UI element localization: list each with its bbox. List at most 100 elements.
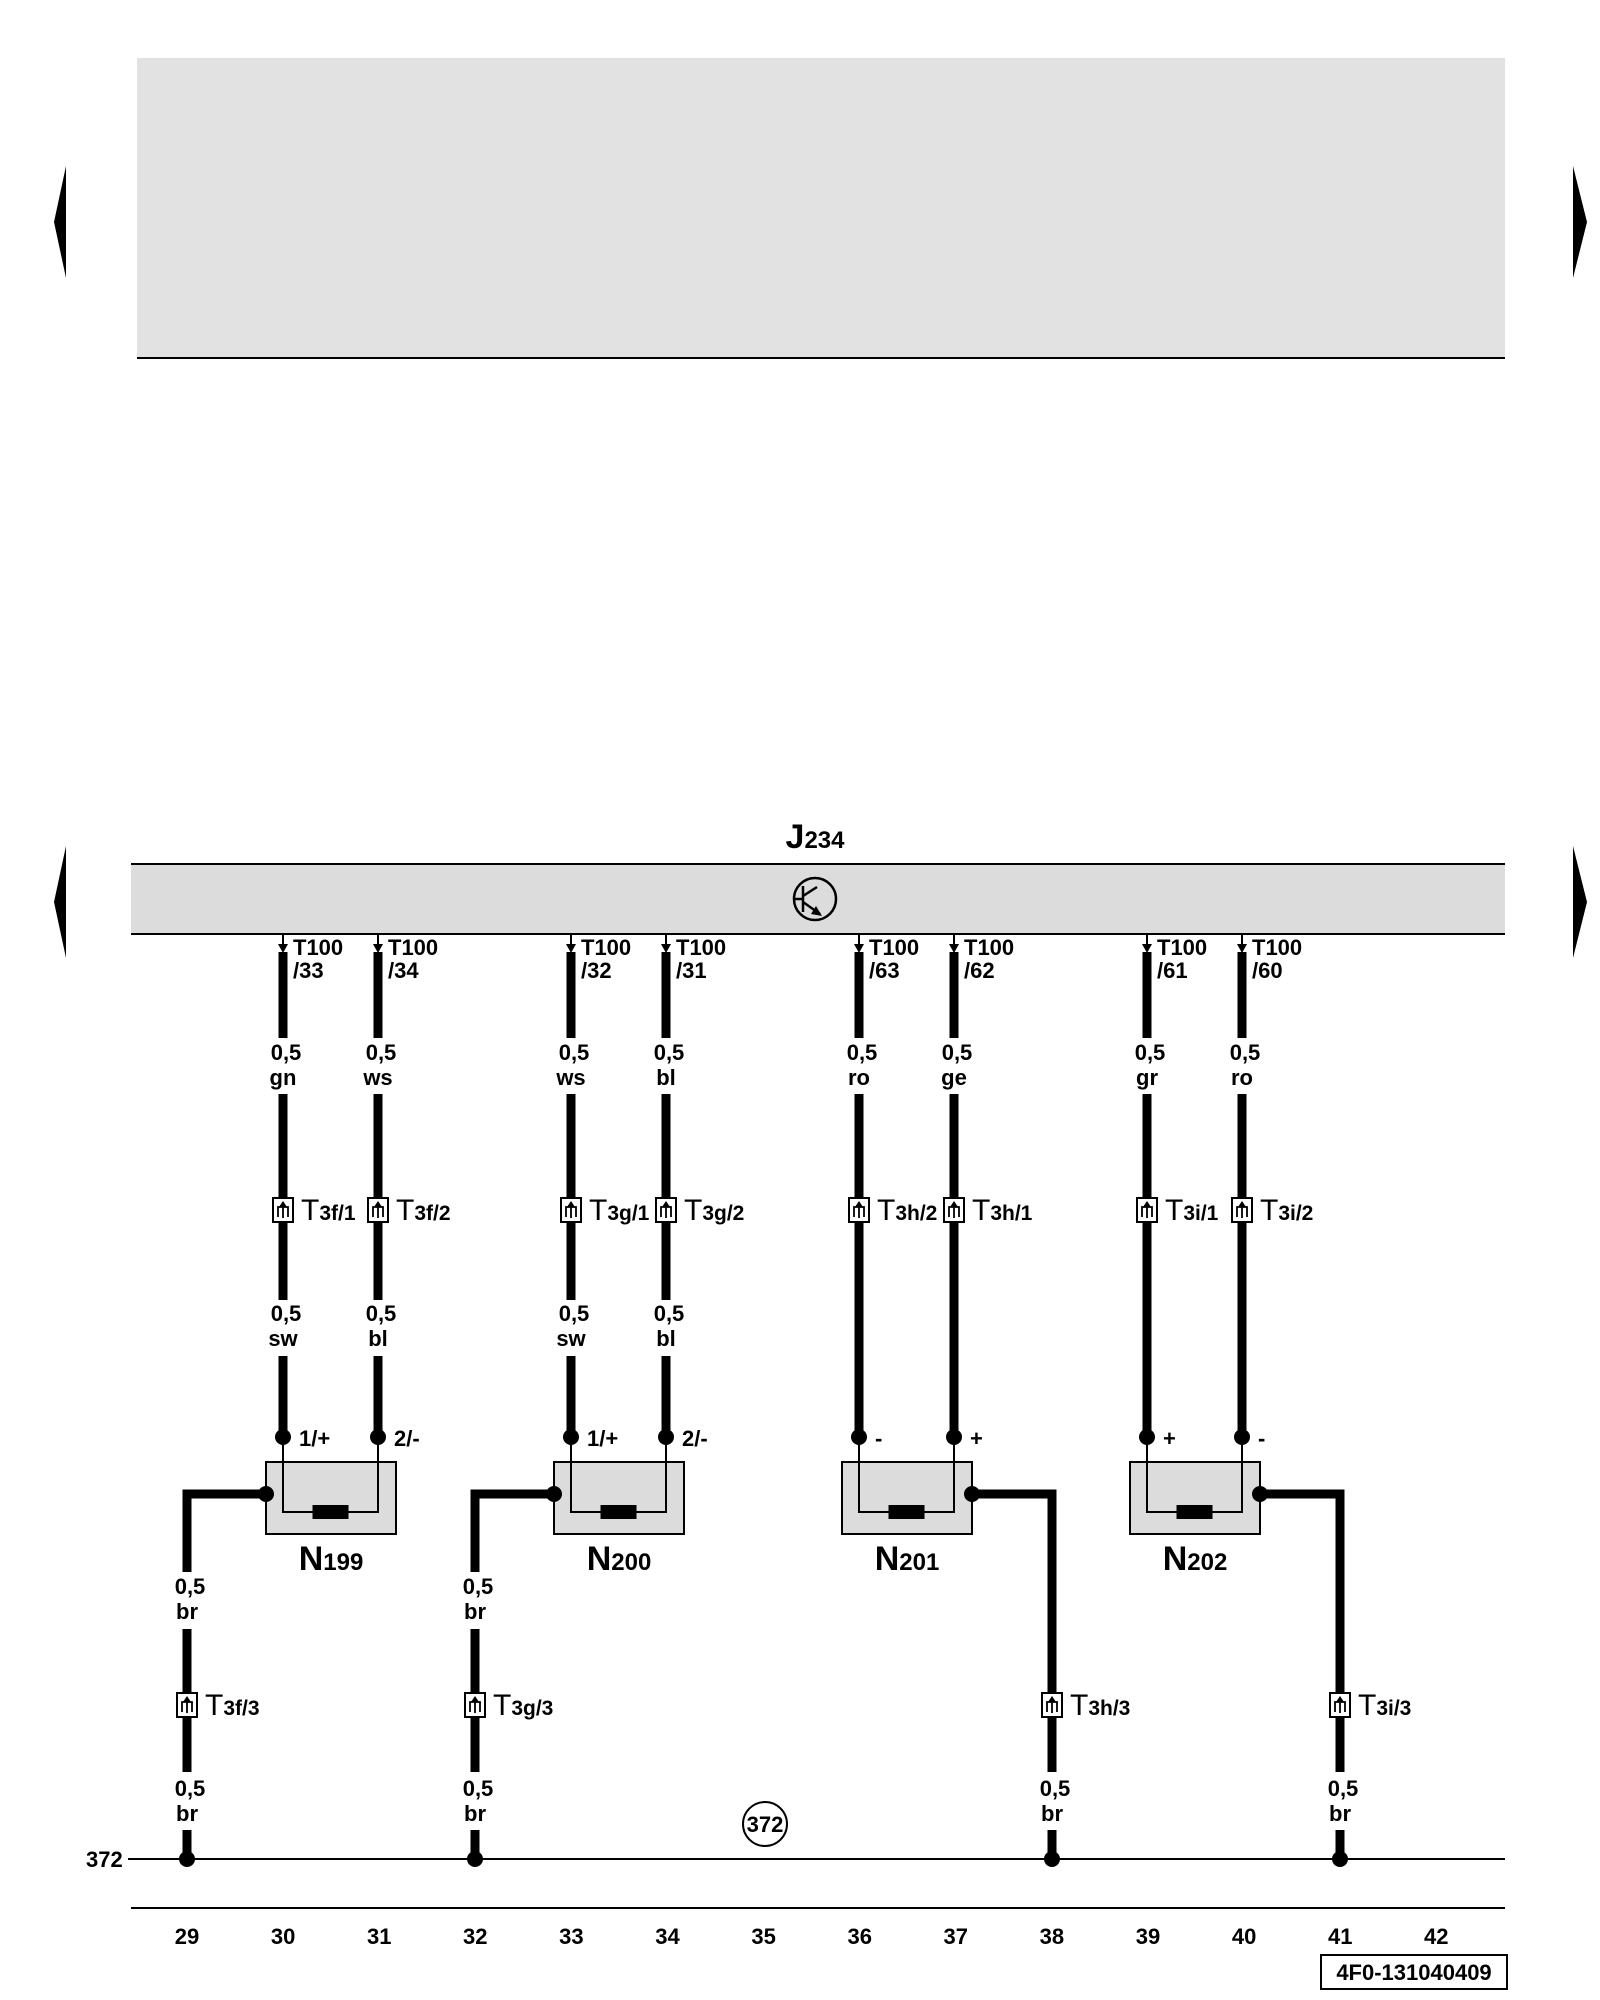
diagram-id: 4F0-131040409 bbox=[1336, 1960, 1491, 1985]
pin-label-top: T100 bbox=[869, 935, 919, 960]
prev-page-arrow-bottom[interactable] bbox=[54, 846, 66, 958]
column-number: 42 bbox=[1424, 1924, 1448, 1949]
upper-color: ws bbox=[362, 1065, 392, 1090]
component-label: N200 bbox=[587, 1540, 652, 1578]
connector-3i-1: T3i/1 bbox=[1136, 1194, 1219, 1227]
upper-size: 0,5 bbox=[271, 1040, 302, 1065]
column-number: 41 bbox=[1328, 1924, 1352, 1949]
terminal-label: 2/- bbox=[682, 1426, 708, 1451]
upper-size: 0,5 bbox=[942, 1040, 973, 1065]
connector-3f-1-label: T3f/1 bbox=[301, 1194, 356, 1227]
column-number: 38 bbox=[1040, 1924, 1064, 1949]
lower-size: 0,5 bbox=[271, 1301, 302, 1326]
connector-3g-1: T3g/1 bbox=[560, 1194, 650, 1227]
upper-size: 0,5 bbox=[654, 1040, 685, 1065]
component-n201: N201 bbox=[841, 1437, 973, 1578]
component-label: N201 bbox=[875, 1540, 940, 1578]
lower-color: sw bbox=[268, 1326, 298, 1351]
connector-3i-3: T3i/3 bbox=[1329, 1689, 1411, 1722]
lower-color: bl bbox=[368, 1326, 388, 1351]
connector-3h-1: T3h/1 bbox=[943, 1194, 1033, 1227]
component-label: N199 bbox=[299, 1540, 364, 1578]
lower-size: 0,5 bbox=[366, 1301, 397, 1326]
ground-wire-3: T3h/3 0,5br bbox=[964, 1486, 1130, 1867]
pin-label-top: T100 bbox=[676, 935, 726, 960]
top-panel bbox=[137, 58, 1505, 358]
column-number: 33 bbox=[559, 1924, 583, 1949]
diagram-id-box bbox=[1320, 1954, 1508, 1990]
column-number: 40 bbox=[1232, 1924, 1256, 1949]
terminal-label: 1/+ bbox=[299, 1426, 330, 1451]
ground-line-label: 372 bbox=[86, 1847, 123, 1872]
connector-3i-3-label: T3i/3 bbox=[1358, 1689, 1411, 1722]
connector-3h-2: T3h/2 bbox=[848, 1194, 937, 1227]
terminal-label: - bbox=[875, 1426, 882, 1451]
prev-page-arrow-top[interactable] bbox=[54, 166, 66, 278]
upper-color: ro bbox=[848, 1065, 870, 1090]
pin-label-bottom: /60 bbox=[1252, 958, 1283, 983]
connector-3i-2: T3i/2 bbox=[1231, 1194, 1313, 1227]
component-n200: N200 bbox=[553, 1437, 685, 1578]
connector-3f-2-label: T3f/2 bbox=[396, 1194, 451, 1227]
upper-color: bl bbox=[656, 1065, 676, 1090]
connector-3i-2-label: T3i/2 bbox=[1260, 1194, 1313, 1227]
pin-label-top: T100 bbox=[293, 935, 343, 960]
connector-3f-2: T3f/2 bbox=[367, 1194, 451, 1227]
upper-size: 0,5 bbox=[1135, 1040, 1166, 1065]
component-n199: N199 bbox=[265, 1437, 397, 1578]
upper-size: 0,5 bbox=[175, 1574, 206, 1599]
terminal-label: + bbox=[970, 1426, 983, 1451]
lower-size: 0,5 bbox=[1040, 1776, 1071, 1801]
connector-3g-1-label: T3g/1 bbox=[589, 1194, 650, 1227]
component-label: N202 bbox=[1163, 1540, 1228, 1578]
ground-wire-4: T3i/30,5br bbox=[1252, 1486, 1411, 1867]
terminal-label: + bbox=[1163, 1426, 1176, 1451]
terminal-label: - bbox=[1258, 1426, 1265, 1451]
column-number: 30 bbox=[271, 1924, 295, 1949]
pin-label-bottom: /62 bbox=[964, 958, 995, 983]
pin-label-bottom: /34 bbox=[388, 958, 419, 983]
control-unit-bar bbox=[131, 864, 1505, 934]
upper-color: ws bbox=[555, 1065, 585, 1090]
column-number: 29 bbox=[175, 1924, 199, 1949]
lower-size: 0,5 bbox=[559, 1301, 590, 1326]
terminal-label: 1/+ bbox=[587, 1426, 618, 1451]
connector-3h-3: T3h/3 bbox=[1041, 1689, 1130, 1722]
column-number: 32 bbox=[463, 1924, 487, 1949]
next-page-arrow-bottom[interactable] bbox=[1573, 846, 1587, 958]
component-n202: N202 bbox=[1129, 1437, 1261, 1578]
connector-3g-3: T3g/3 bbox=[464, 1689, 553, 1722]
connector-3g-2-label: T3g/2 bbox=[684, 1194, 744, 1227]
lower-color: br bbox=[176, 1801, 198, 1826]
lower-size: 0,5 bbox=[175, 1776, 206, 1801]
column-number: 31 bbox=[367, 1924, 391, 1949]
connector-3h-3-label: T3h/3 bbox=[1070, 1689, 1130, 1722]
pin-label-top: T100 bbox=[1252, 935, 1302, 960]
lower-color: br bbox=[1041, 1801, 1063, 1826]
column-number: 39 bbox=[1136, 1924, 1160, 1949]
next-page-arrow-top[interactable] bbox=[1573, 166, 1587, 278]
pin-label-bottom: /61 bbox=[1157, 958, 1188, 983]
lower-color: br bbox=[1329, 1801, 1351, 1826]
lower-color: bl bbox=[656, 1326, 676, 1351]
pin-label-bottom: /32 bbox=[581, 958, 612, 983]
column-number: 34 bbox=[655, 1924, 680, 1949]
upper-color: br bbox=[464, 1599, 486, 1624]
connector-3g-3-label: T3g/3 bbox=[493, 1689, 553, 1722]
lower-size: 0,5 bbox=[654, 1301, 685, 1326]
lower-size: 0,5 bbox=[463, 1776, 494, 1801]
connector-3f-1: T3f/1 bbox=[272, 1194, 356, 1227]
connector-3f-3-label: T3f/3 bbox=[205, 1689, 260, 1722]
lower-color: br bbox=[464, 1801, 486, 1826]
upper-size: 0,5 bbox=[1230, 1040, 1261, 1065]
